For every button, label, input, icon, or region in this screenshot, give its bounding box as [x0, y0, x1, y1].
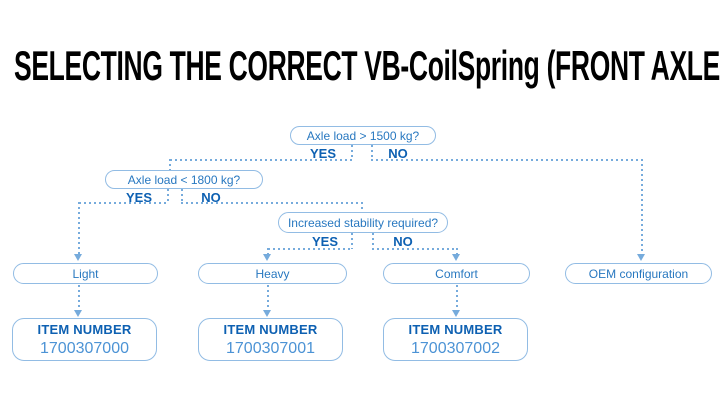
connector-d3-yes-horizontal — [268, 248, 353, 250]
item-box-light: ITEM NUMBER 1700307000 — [12, 318, 157, 361]
decision-increased-stability: Increased stability required? — [278, 212, 448, 233]
connector-d1-no-horizontal — [371, 159, 643, 161]
decision-2-yes-label: YES — [125, 190, 153, 205]
decision-axle-load-1500-text: Axle load > 1500 kg? — [306, 128, 420, 143]
result-heavy-text: Heavy — [255, 266, 290, 281]
decision-1-yes-label: YES — [309, 146, 337, 161]
decision-1-no-label: NO — [388, 146, 408, 161]
decision-3-no-label: NO — [393, 234, 413, 249]
arrow-down-icon — [452, 254, 460, 261]
result-light-text: Light — [72, 266, 99, 281]
arrow-down-icon — [74, 310, 82, 317]
item-label: ITEM NUMBER — [223, 321, 318, 337]
connector-d2-no-stub — [181, 189, 183, 203]
connector-to-comfort-vertical — [456, 248, 458, 254]
item-label: ITEM NUMBER — [37, 321, 132, 337]
result-heavy: Heavy — [198, 263, 347, 284]
connector-to-d2-stub — [169, 159, 171, 170]
item-number: 1700307001 — [226, 339, 315, 357]
item-number: 1700307000 — [40, 339, 129, 357]
result-oem-configuration-text: OEM configuration — [588, 266, 689, 281]
decision-2-no-label: NO — [201, 190, 221, 205]
arrow-down-icon — [263, 310, 271, 317]
result-comfort-text: Comfort — [435, 266, 478, 281]
result-oem-configuration: OEM configuration — [565, 263, 712, 284]
connector-to-d3-stub — [361, 202, 363, 212]
connector-comfort-to-item — [456, 285, 458, 310]
item-label: ITEM NUMBER — [408, 321, 503, 337]
connector-d3-yes-stub — [351, 233, 353, 249]
decision-axle-load-1800-text: Axle load < 1800 kg? — [127, 172, 241, 187]
result-light: Light — [13, 263, 158, 284]
connector-light-to-item — [78, 285, 80, 310]
connector-d1-yes-horizontal — [170, 159, 353, 161]
connector-d1-no-stub — [371, 145, 373, 160]
connector-d3-no-stub — [372, 233, 374, 249]
item-box-comfort: ITEM NUMBER 1700307002 — [383, 318, 528, 361]
arrow-down-icon — [263, 254, 271, 261]
connector-d1-yes-stub — [351, 145, 353, 160]
connector-d2-yes-stub — [167, 189, 169, 203]
connector-heavy-to-item — [267, 285, 269, 310]
connector-to-light-vertical — [78, 202, 80, 254]
page-title: SELECTING THE CORRECT VB-CoilSpring (FRO… — [14, 42, 720, 89]
decision-axle-load-1500: Axle load > 1500 kg? — [290, 126, 436, 145]
connector-d2-no-horizontal — [181, 202, 363, 204]
item-number: 1700307002 — [411, 339, 500, 357]
decision-increased-stability-text: Increased stability required? — [287, 215, 439, 230]
decision-3-yes-label: YES — [311, 234, 339, 249]
connector-to-heavy-vertical — [267, 248, 269, 254]
connector-d3-no-horizontal — [372, 248, 458, 250]
connector-to-oem-vertical — [641, 159, 643, 254]
connector-d2-yes-horizontal — [79, 202, 169, 204]
decision-axle-load-1800: Axle load < 1800 kg? — [105, 170, 263, 189]
item-box-heavy: ITEM NUMBER 1700307001 — [198, 318, 343, 361]
arrow-down-icon — [452, 310, 460, 317]
arrow-down-icon — [74, 254, 82, 261]
arrow-down-icon — [637, 254, 645, 261]
result-comfort: Comfort — [383, 263, 530, 284]
